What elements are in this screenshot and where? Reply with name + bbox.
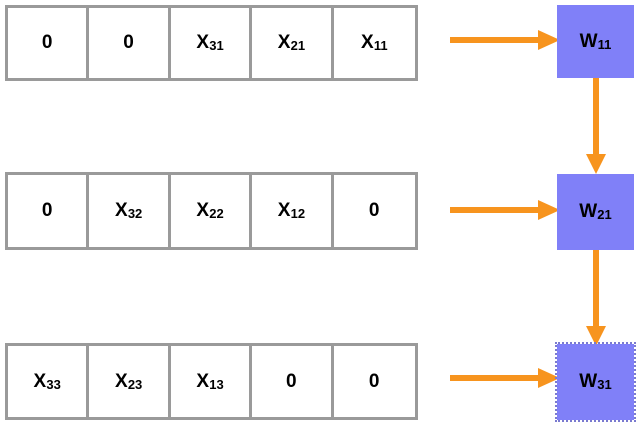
- input-cell[interactable]: 0: [333, 346, 415, 417]
- weight-box-w21[interactable]: W21: [557, 174, 634, 250]
- arrow-w11-to-w21: [586, 78, 606, 174]
- input-cell[interactable]: 0: [333, 175, 415, 247]
- input-cell[interactable]: 0: [8, 8, 90, 78]
- arrow-w21-to-w31: [586, 250, 606, 346]
- cell-label: 0: [41, 32, 53, 53]
- cell-label: X12: [277, 200, 306, 221]
- weight-box-w31[interactable]: W31: [555, 342, 636, 422]
- weight-box-w11[interactable]: W11: [557, 5, 634, 78]
- arrow-row-1-to-w11: [450, 30, 560, 50]
- weight-label: W31: [579, 371, 612, 392]
- arrow-row-2-to-w21: [450, 200, 560, 220]
- input-cell[interactable]: X22: [170, 175, 253, 247]
- input-cell[interactable]: X12: [252, 175, 334, 247]
- input-cell[interactable]: X31: [170, 8, 253, 78]
- cell-label: X11: [361, 32, 388, 53]
- input-cell[interactable]: X23: [89, 346, 171, 417]
- cell-label: X13: [196, 370, 224, 392]
- input-row-1[interactable]: 0 0 X31 X21 X11: [5, 5, 418, 81]
- weight-label: W11: [579, 30, 612, 52]
- cell-label: X32: [114, 200, 143, 221]
- input-row-2[interactable]: 0 X32 X22 X12 0: [5, 172, 418, 250]
- cell-label: 0: [368, 200, 380, 221]
- cell-label: 0: [286, 370, 297, 392]
- input-cell[interactable]: X33: [8, 346, 90, 417]
- input-cell[interactable]: X21: [252, 8, 334, 78]
- cell-label: X21: [277, 32, 306, 53]
- input-cell[interactable]: X32: [89, 175, 171, 247]
- input-cell[interactable]: 0: [252, 346, 334, 417]
- weight-label: W21: [579, 201, 612, 222]
- cell-label: X22: [196, 200, 224, 221]
- input-cell[interactable]: X13: [170, 346, 253, 417]
- input-row-3[interactable]: X33 X23 X13 0 0: [5, 343, 418, 420]
- cell-label: 0: [368, 370, 380, 392]
- cell-label: 0: [41, 200, 53, 221]
- cell-label: X33: [33, 370, 61, 392]
- input-cell[interactable]: 0: [89, 8, 171, 78]
- input-cell[interactable]: X11: [333, 8, 415, 78]
- cell-label: X23: [114, 370, 143, 392]
- cell-label: 0: [123, 32, 134, 53]
- arrow-row-3-to-w31: [450, 368, 560, 388]
- input-cell[interactable]: 0: [8, 175, 90, 247]
- cell-label: X31: [196, 32, 224, 53]
